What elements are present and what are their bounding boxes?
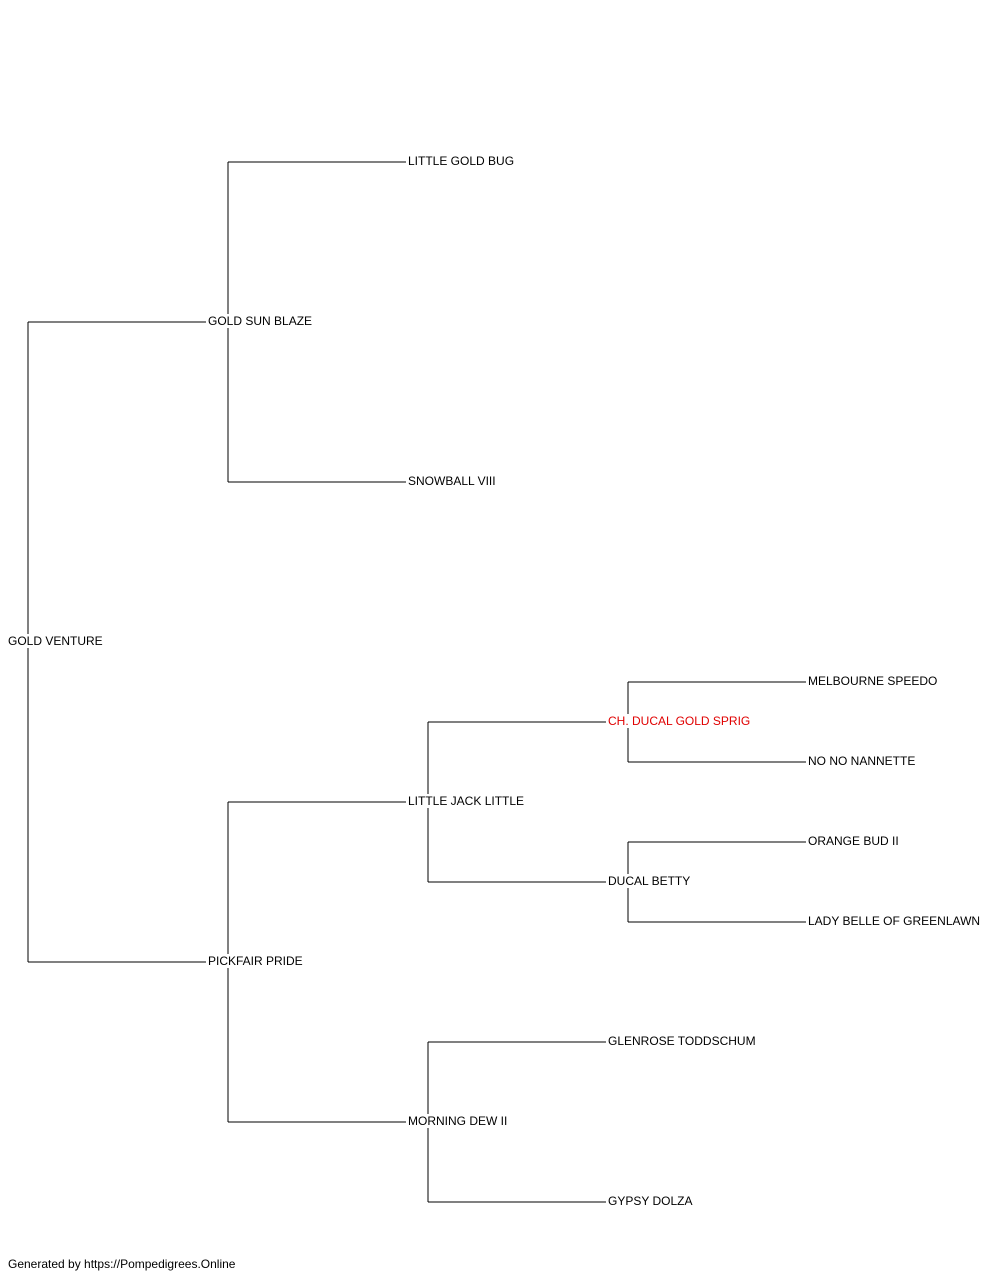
pedigree-node-morning-dew-ii: MORNING DEW II <box>407 1114 509 1128</box>
pedigree-node-lady-belle-of-greenlawn: LADY BELLE OF GREENLAWN <box>807 914 982 928</box>
pedigree-node-gypsy-dolza: GYPSY DOLZA <box>607 1194 694 1208</box>
pedigree-node-glenrose-toddschum: GLENROSE TODDSCHUM <box>607 1034 757 1048</box>
pedigree-node-ch-ducal-gold-sprig: CH. DUCAL GOLD SPRIG <box>607 714 752 728</box>
pedigree-node-gold-venture: GOLD VENTURE <box>7 634 104 648</box>
pedigree-node-snowball-viii: SNOWBALL VIII <box>407 474 497 488</box>
pedigree-node-gold-sun-blaze: GOLD SUN BLAZE <box>207 314 314 328</box>
pedigree-node-orange-bud-ii: ORANGE BUD II <box>807 834 900 848</box>
pedigree-node-pickfair-pride: PICKFAIR PRIDE <box>207 954 304 968</box>
pedigree-node-ducal-betty: DUCAL BETTY <box>607 874 692 888</box>
pedigree-node-no-no-nannette: NO NO NANNETTE <box>807 754 917 768</box>
pedigree-node-melbourne-speedo: MELBOURNE SPEEDO <box>807 674 939 688</box>
pedigree-node-little-jack-little: LITTLE JACK LITTLE <box>407 794 526 808</box>
footer-credit: Generated by https://Pompedigrees.Online <box>8 1257 236 1271</box>
pedigree-node-little-gold-bug: LITTLE GOLD BUG <box>407 154 516 168</box>
